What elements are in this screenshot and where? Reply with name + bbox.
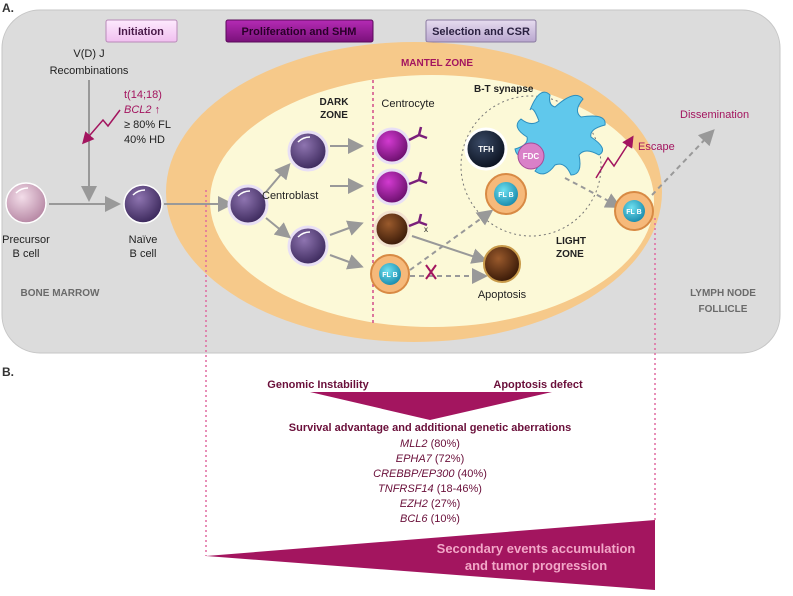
phase-proliferation-label: Proliferation and SHM: [242, 26, 357, 38]
lymph-node-label-2: FOLLICLE: [699, 304, 748, 315]
centroblast-cell: [287, 130, 329, 172]
phase-selection-label: Selection and CSR: [432, 26, 530, 38]
flb-label-3: FL B: [626, 209, 641, 216]
dark-zone-label-2: ZONE: [320, 110, 348, 121]
centrocyte-label: Centrocyte: [381, 98, 434, 110]
dashed-arrow-escape: [564, 177, 622, 208]
arrow: [265, 162, 291, 193]
centrocyte-cell: [373, 126, 428, 165]
phase-selection: Selection and CSR: [425, 19, 537, 43]
dashed-arrow: [409, 209, 494, 271]
fl-percent: ≥ 80% FL: [124, 119, 171, 131]
tfh-cell: TFH: [464, 127, 508, 171]
arrow-to-apoptosis: [411, 235, 488, 264]
flb-label: FL B: [382, 272, 397, 279]
apoptosis-label: Apoptosis: [478, 289, 527, 301]
bt-synapse-label: B-T synapse: [474, 84, 534, 95]
light-zone-label-1: LIGHT: [556, 236, 586, 247]
arrow: [329, 254, 364, 270]
panel-a-label: A.: [2, 1, 14, 15]
flb-label-2: FL B: [498, 192, 513, 199]
apoptotic-cell: [483, 245, 521, 283]
dark-zone-label-1: DARK: [320, 97, 350, 108]
gene-item: TNFRSF14 (18-46%): [378, 483, 482, 495]
phase-proliferation: Proliferation and SHM: [225, 19, 374, 43]
fl-b-cell-synapse: FL B: [485, 173, 527, 215]
block-x-icon: [425, 264, 437, 280]
secondary-events-label-1: Secondary events accumulation: [437, 541, 636, 556]
translocation-bolt: [82, 109, 121, 145]
vdj-label-1: V(D) J: [73, 48, 104, 60]
bt-synapse-circle: [460, 95, 602, 237]
escape-label: Escape: [638, 141, 675, 153]
light-zone-label-2: ZONE: [556, 249, 584, 260]
survival-label: Survival advantage and additional geneti…: [289, 422, 571, 434]
fdc-cell: FDC: [514, 91, 606, 176]
gene-item: MLL2 (80%): [400, 438, 460, 450]
progression-wedge: [206, 520, 655, 590]
centrocyte-mutant-cell: x: [373, 210, 428, 248]
genomic-instability-label: Genomic Instability: [267, 379, 369, 391]
naive-label-2: B cell: [130, 248, 157, 260]
mantel-zone-label: MANTEL ZONE: [401, 58, 473, 69]
arrow: [265, 217, 292, 239]
escape-bolt: [595, 135, 634, 179]
dissemination-label: Dissemination: [680, 109, 749, 121]
naive-b-cell: [123, 184, 163, 224]
centrocyte-cell: [373, 168, 428, 206]
apoptosis-defect-label: Apoptosis defect: [493, 379, 583, 391]
precursor-b-cell: [5, 182, 47, 224]
gene-item: EZH2 (27%): [400, 498, 461, 510]
fdc-label: FDC: [523, 152, 540, 161]
gene-item: BCL6 (10%): [400, 513, 460, 525]
phase-initiation-label: Initiation: [118, 26, 164, 38]
bone-marrow-label: BONE MARROW: [21, 288, 100, 299]
gene-item: EPHA7 (72%): [396, 453, 464, 465]
hd-percent: 40% HD: [124, 134, 165, 146]
vdj-label-2: Recombinations: [50, 65, 129, 77]
svg-text:x: x: [424, 225, 428, 234]
bcl2-label: BCL2 ↑: [124, 104, 160, 116]
precursor-label-1: Precursor: [2, 234, 50, 246]
centroblast-cell: [227, 184, 269, 226]
fl-b-cell: FL B: [370, 254, 410, 294]
fl-b-cell-escape: FL B: [614, 191, 654, 231]
naive-label-1: Naïve: [129, 234, 158, 246]
arrow: [329, 220, 364, 236]
centroblast-label: Centroblast: [262, 190, 318, 202]
phase-initiation: Initiation: [105, 19, 178, 43]
centroblast-cell: [287, 225, 329, 267]
secondary-events-label-2: and tumor progression: [465, 558, 607, 573]
gene-item: CREBBP/EP300 (40%): [373, 468, 487, 480]
dashed-arrow-dissemination: [651, 129, 715, 196]
panel-b-label: B.: [2, 365, 14, 379]
gene-list: MLL2 (80%) EPHA7 (72%) CREBBP/EP300 (40%…: [373, 438, 487, 525]
precursor-label-2: B cell: [13, 248, 40, 260]
lymph-node-label-1: LYMPH NODE: [690, 288, 756, 299]
translocation-label: t(14;18): [124, 89, 162, 101]
tfh-label: TFH: [478, 145, 494, 154]
convergence-triangle: [310, 392, 552, 420]
